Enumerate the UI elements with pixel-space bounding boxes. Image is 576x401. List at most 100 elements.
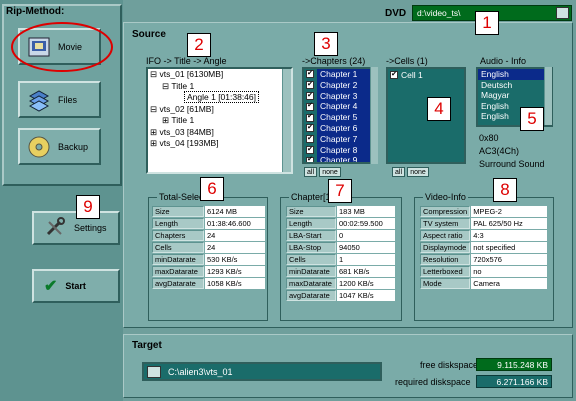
chapter-item[interactable]: ✔Chapter 7 — [304, 133, 375, 145]
checkbox[interactable]: ✔ — [306, 123, 314, 133]
callout-5: 5 — [520, 107, 544, 131]
tree-item[interactable]: ⊟ Title 1 — [162, 80, 195, 91]
audio-header: Audio - Info — [480, 56, 527, 66]
audio-item-selected[interactable]: English — [478, 69, 551, 80]
chapter-item[interactable]: ✔Chapter 1 — [304, 69, 375, 80]
callout-8: 8 — [493, 178, 517, 202]
audio-item[interactable]: English — [481, 111, 509, 121]
checkbox[interactable]: ✔ — [306, 80, 314, 90]
cells-header: ->Cells (1) — [386, 56, 428, 66]
callout-1: 1 — [475, 11, 499, 35]
settings-button[interactable]: Settings — [32, 211, 120, 245]
chapter-item[interactable]: ✔Chapter 3 — [304, 90, 375, 102]
audio-item[interactable]: Magyar — [481, 90, 510, 100]
chapters-all-button[interactable]: all — [304, 167, 317, 177]
audio-format: AC3(4Ch) — [479, 146, 520, 156]
video-info-title: Video-Info — [423, 192, 468, 202]
audio-item[interactable]: English — [481, 100, 509, 111]
movie-label: Movie — [58, 41, 83, 52]
chapter-item[interactable]: ✔Chapter 9 — [304, 155, 375, 164]
target-path: C:\alien3\vts_01 — [168, 366, 233, 377]
dvd-path: d:\video_ts\ — [417, 8, 461, 18]
audio-item[interactable]: Deutsch — [481, 79, 513, 90]
chapters-scrollbar[interactable] — [370, 67, 378, 164]
chapters-header: ->Chapters (24) — [302, 56, 366, 66]
total-selection-title: Total-Selection — [157, 192, 221, 202]
cells-list[interactable]: ✔Cell 1 — [386, 67, 466, 164]
required-diskspace-value: 6.271.166 KB — [476, 375, 552, 388]
chapter-item[interactable]: ✔Chapter 6 — [304, 122, 375, 134]
callout-9: 9 — [76, 195, 100, 219]
ifo-header: IFO -> Title -> Angle — [146, 56, 227, 66]
start-label: Start — [65, 281, 86, 291]
backup-button[interactable]: Backup — [18, 128, 101, 165]
checkbox[interactable]: ✔ — [306, 156, 314, 164]
checkbox[interactable]: ✔ — [306, 134, 314, 144]
audio-scrollbar[interactable] — [544, 67, 552, 125]
dvd-label: DVD — [385, 8, 407, 19]
cell-item[interactable]: ✔Cell 1 — [390, 70, 423, 80]
checkmark-icon: ✔ — [44, 278, 58, 295]
chapter-item[interactable]: ✔Chapter 5 — [304, 112, 375, 123]
cells-all-button[interactable]: all — [392, 167, 405, 177]
tree-item[interactable]: ⊟ vts_02 [61MB] — [150, 103, 214, 114]
tree-item[interactable]: ⊞ vts_03 [84MB] — [150, 126, 214, 137]
start-button[interactable]: ✔ Start — [32, 269, 120, 303]
source-title: Source — [132, 29, 166, 40]
chapter-item[interactable]: ✔Chapter 2 — [304, 79, 375, 91]
tree-item-selected[interactable]: Angle 1 [01:38:46] — [148, 91, 291, 104]
checkbox[interactable]: ✔ — [306, 145, 314, 154]
cells-none-button[interactable]: none — [407, 167, 429, 177]
callout-7: 7 — [328, 179, 352, 203]
callout-3: 3 — [314, 32, 338, 56]
browse-folder-icon[interactable] — [556, 7, 569, 19]
tree-item[interactable]: ⊞ Title 1 — [162, 115, 195, 125]
files-label: Files — [58, 94, 78, 105]
checkbox[interactable]: ✔ — [306, 70, 314, 79]
settings-label: Settings — [74, 223, 107, 233]
movie-icon — [26, 34, 52, 60]
target-path-field[interactable]: C:\alien3\vts_01 — [142, 362, 382, 381]
tree-item[interactable]: ⊞ vts_04 [193MB] — [150, 138, 219, 148]
audio-list[interactable]: English Deutsch Magyar English English — [476, 67, 553, 127]
browse-folder-icon[interactable] — [147, 366, 161, 378]
tree-scrollbar[interactable] — [282, 69, 291, 172]
chapter-info-title: Chapter[1] — [289, 192, 336, 202]
checkbox[interactable]: ✔ — [306, 91, 314, 100]
required-diskspace-label: required diskspace — [395, 377, 471, 387]
files-button[interactable]: Files — [18, 81, 101, 118]
chapters-none-button[interactable]: none — [319, 167, 341, 177]
tree-item[interactable]: ⊟ vts_01 [6130MB] — [150, 69, 224, 79]
audio-stream-id: 0x80 — [479, 133, 499, 143]
ifo-tree[interactable]: ⊟ vts_01 [6130MB] ⊟ Title 1 Angle 1 [01:… — [146, 67, 293, 174]
chapter-item[interactable]: ✔Chapter 4 — [304, 101, 375, 113]
checkbox[interactable]: ✔ — [306, 102, 314, 111]
checkbox[interactable]: ✔ — [306, 113, 314, 122]
backup-label: Backup — [58, 141, 89, 152]
movie-button[interactable]: Movie — [18, 28, 101, 65]
callout-2: 2 — [187, 33, 211, 57]
checkbox[interactable]: ✔ — [390, 71, 398, 80]
movie-highlight-ellipse — [11, 22, 113, 72]
chapters-list[interactable]: ✔Chapter 1 ✔Chapter 2 ✔Chapter 3 ✔Chapte… — [302, 67, 377, 164]
disc-icon — [26, 134, 52, 160]
chapter-item[interactable]: ✔Chapter 8 — [304, 144, 375, 156]
